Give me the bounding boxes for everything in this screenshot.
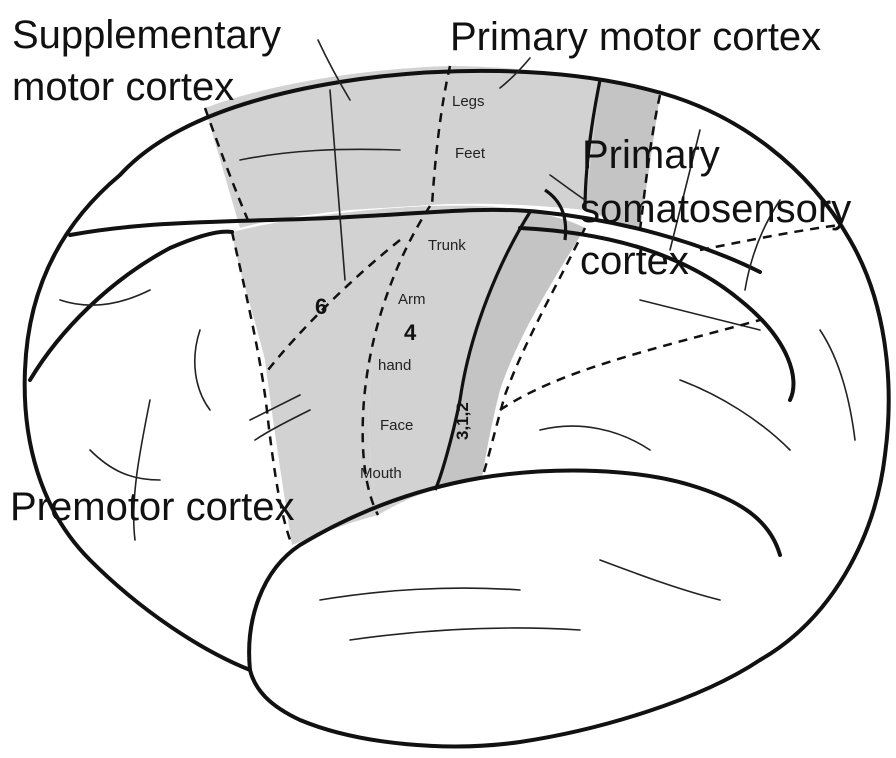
label-premotor: Premotor cortex	[10, 485, 295, 529]
primary-motor-medial-region	[430, 66, 600, 210]
sulcus	[600, 560, 720, 600]
area-number-3-1-2: 3,1,2	[453, 402, 472, 440]
label-somatosensory-line2: somatosensory	[580, 187, 851, 231]
sulcus	[90, 450, 160, 480]
parietal-boundary	[500, 320, 760, 410]
sulcus	[820, 330, 855, 440]
label-somatosensory-line1: Primary	[582, 133, 720, 177]
map-label-legs: Legs	[452, 93, 485, 110]
label-somatosensory-line3: cortex	[580, 239, 689, 283]
map-label-arm: Arm	[398, 291, 426, 308]
map-label-face: Face	[380, 417, 413, 434]
map-label-mouth: Mouth	[360, 465, 402, 482]
sulcus	[320, 588, 520, 600]
label-supplementary-line2: motor cortex	[12, 65, 234, 109]
area-number-4: 4	[404, 320, 417, 345]
map-label-trunk: Trunk	[428, 237, 466, 254]
sulcus	[540, 426, 650, 450]
label-primary-motor: Primary motor cortex	[450, 15, 821, 59]
sulcus	[195, 330, 210, 410]
area-number-6: 6	[315, 294, 327, 319]
sulcus	[680, 380, 790, 450]
frontal-inner-edge	[30, 232, 232, 380]
label-supplementary-line1: Supplementary	[12, 13, 281, 57]
map-label-hand: hand	[378, 357, 411, 374]
map-label-feet: Feet	[455, 145, 486, 162]
sulcus	[350, 628, 580, 640]
